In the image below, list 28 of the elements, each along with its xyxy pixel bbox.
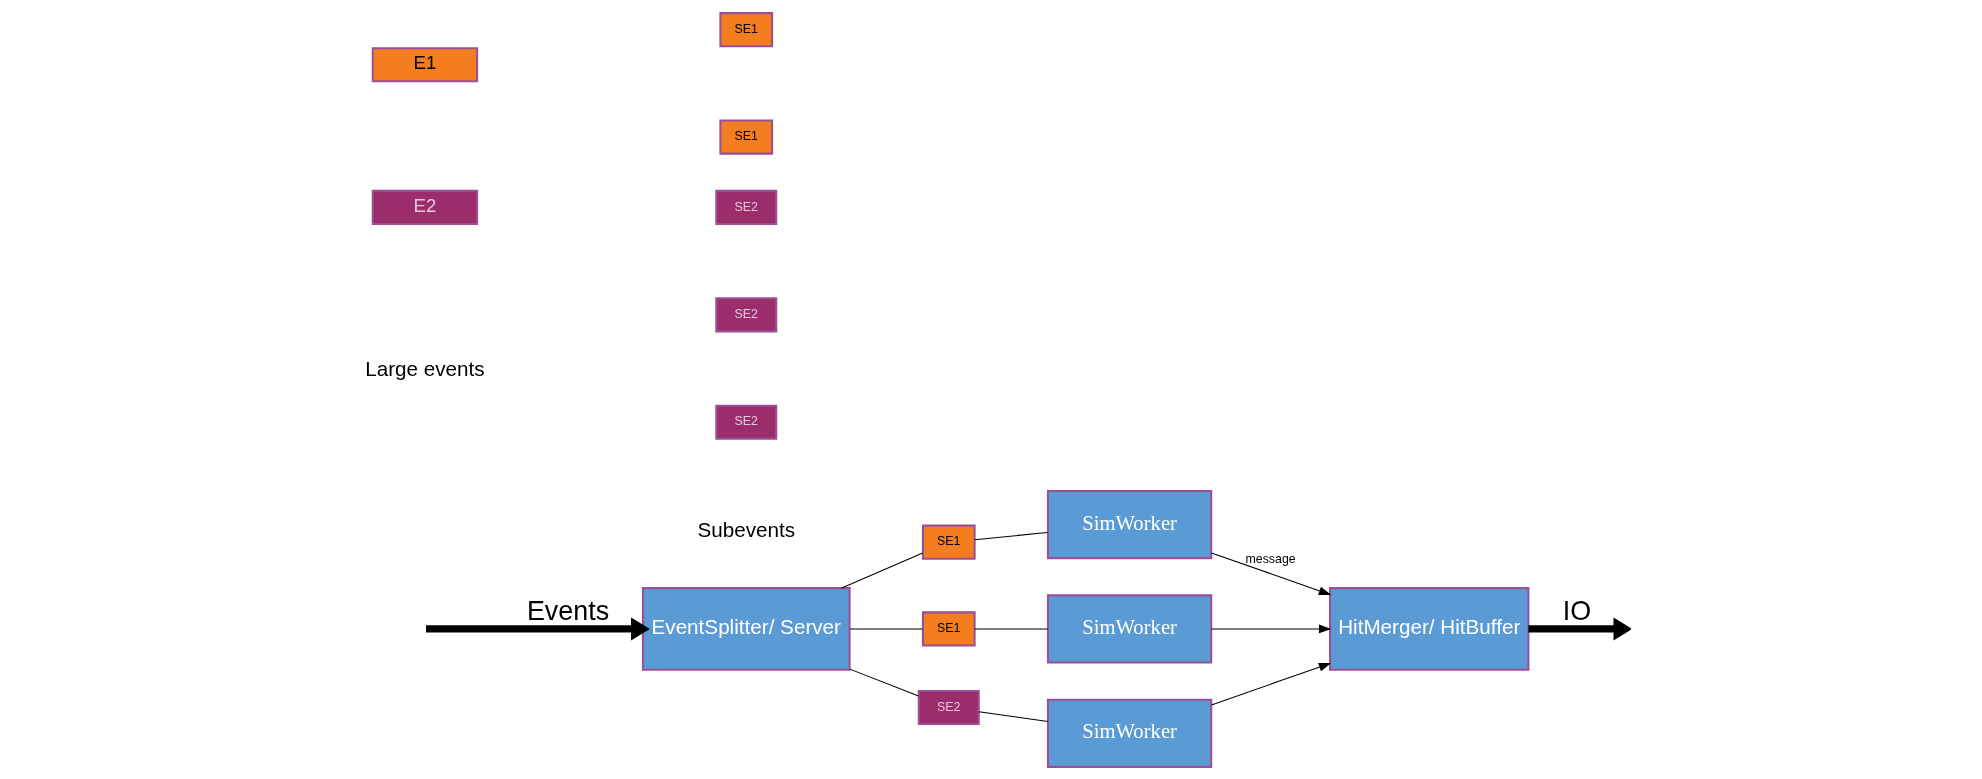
connector: [973, 531, 1048, 540]
node-box: SimWorker: [1046, 698, 1212, 768]
node-box: SimWorker: [1046, 593, 1212, 664]
node-box: SE1: [921, 524, 976, 560]
node-box: SE1: [718, 11, 773, 47]
connector: [977, 710, 1048, 722]
node-box: SE1: [921, 610, 976, 646]
node-box: SE2: [917, 689, 980, 725]
edge-label: Events: [526, 595, 609, 626]
node-box: E1: [371, 46, 478, 82]
edge-label: IO: [1562, 595, 1591, 626]
label: Large events: [364, 356, 485, 380]
edge-label: message: [1245, 551, 1296, 566]
connector: [840, 552, 923, 589]
node-box: SE2: [714, 404, 777, 440]
arrow: [1527, 616, 1631, 640]
node-box: E2: [371, 189, 478, 225]
node-box: SE1: [718, 119, 773, 155]
node-box: HitMerger/ HitBuffer: [1328, 586, 1529, 671]
node-box: SimWorker: [1046, 489, 1212, 559]
node-box: EventSplitter/ Server: [641, 586, 851, 671]
label: Subevents: [696, 517, 795, 541]
arrow: [1210, 624, 1331, 633]
connector: [848, 668, 919, 697]
node-box: SE2: [714, 189, 777, 225]
node-box: SE2: [714, 296, 777, 332]
arrow: [1210, 662, 1331, 705]
arrow: [1210, 551, 1331, 595]
